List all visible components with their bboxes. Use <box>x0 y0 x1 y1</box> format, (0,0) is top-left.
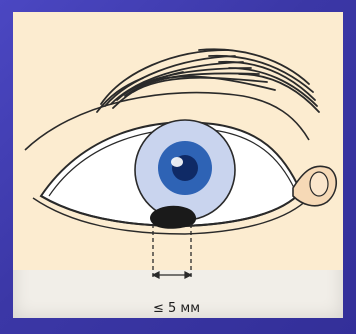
measurement-label: ≤ 5 мм <box>153 301 243 316</box>
measurement-arrow <box>153 272 191 278</box>
pupil-highlight <box>171 157 183 167</box>
book-page: ≤ 5 мм <box>13 12 343 318</box>
eye-illustration <box>13 12 343 318</box>
